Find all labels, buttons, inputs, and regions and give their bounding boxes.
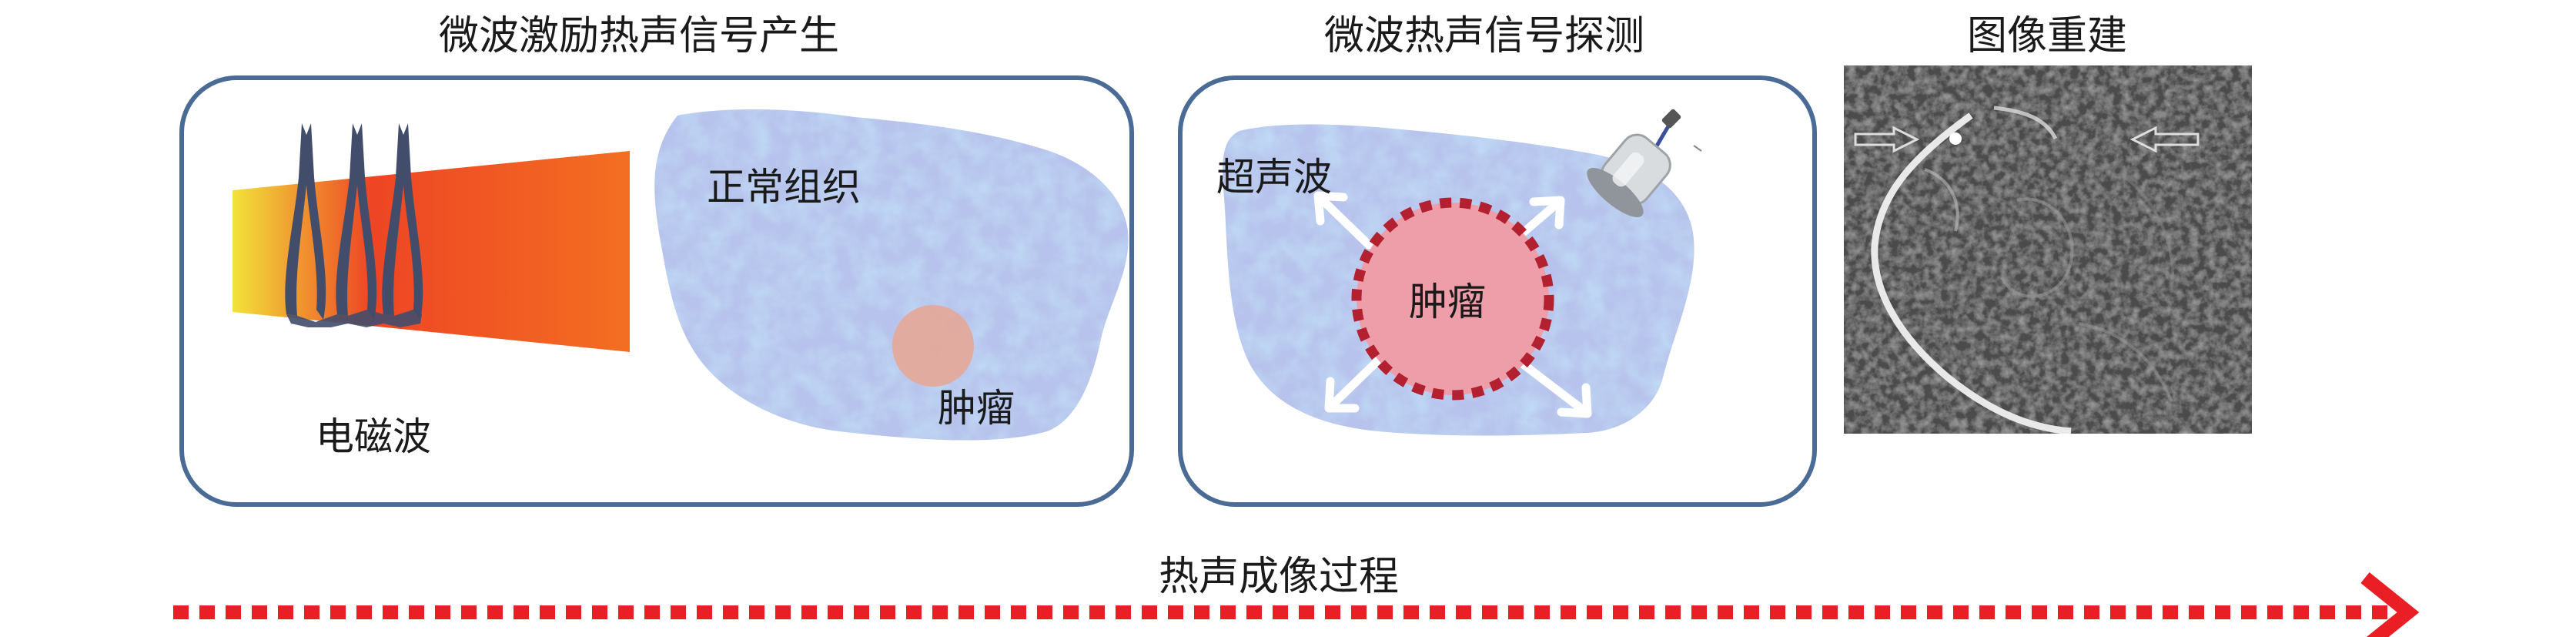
ultrasound-transducer-icon: [1587, 109, 1681, 218]
ultrasound-wave-arrow-icon: [1313, 191, 1592, 418]
process-arrow: [173, 572, 2420, 637]
small-tumor: [892, 305, 974, 387]
reconstructed-image: [1844, 65, 2252, 434]
normal-tissue-label: 正常组织: [707, 165, 861, 210]
electromagnetic-wave-label: 电磁波: [316, 414, 431, 459]
ultrasound-label: 超声波: [1216, 155, 1332, 199]
normal-tissue-blob: [654, 109, 1129, 441]
generation-panel: [179, 75, 1134, 507]
detection-stage-title: 微波热声信号探测: [1324, 13, 1645, 59]
transducer-tick: [1693, 145, 1702, 152]
large-tumor-label: 肿瘤: [1409, 280, 1486, 324]
reconstruction-stage-title: 图像重建: [1967, 13, 2128, 59]
electromagnetic-beam: [233, 151, 630, 352]
microwave-pulse-icon: [285, 123, 423, 327]
large-tumor: [1351, 197, 1554, 401]
reconstruction-marker-arrow-icon: [1854, 126, 2200, 153]
process-label: 热声成像过程: [1159, 554, 1400, 600]
detection-panel: [1178, 75, 1817, 507]
generation-stage-title: 微波激励热声信号产生: [439, 13, 840, 59]
small-tumor-label: 肿瘤: [938, 386, 1015, 431]
